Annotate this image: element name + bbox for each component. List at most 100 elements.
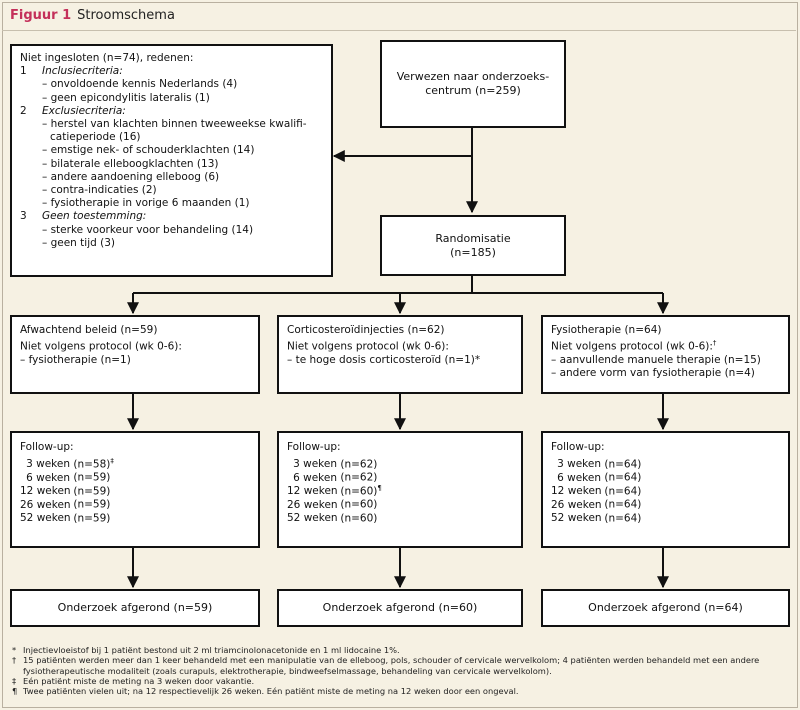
footnote: *Injectievloeistof bij 1 patiënt bestond… [12,645,790,655]
followup-count: (n=60) [340,512,378,524]
followup-row: 6 weken (n=64) [551,468,780,484]
excluded-header: Niet ingesloten (n=74), redenen: [20,52,194,64]
completed-box-1: Onderzoek afgerond (n=59) [10,589,260,627]
followup-week: 3 weken [557,458,601,470]
followup-count: (n=60) [340,485,378,497]
exclusion-reason: – onvoldoende kennis Nederlands (4) [42,78,238,91]
completed-text: Onderzoek afgerond (n=64) [588,601,743,614]
followup-count: (n=64) [604,471,642,484]
excluded-groups: 1 Inclusiecriteria:– onvoldoende kennis N… [20,65,323,250]
followup-row: 6 weken (n=59) [20,468,250,484]
footnote-text: 15 patiënten werden meer dan 1 keer beha… [23,655,760,676]
followup-row: 26 weken (n=60) [287,495,513,511]
followup-week: 52 weken [20,512,71,524]
followup-count: (n=62) [340,458,378,470]
followup-count: (n=59) [73,512,111,524]
footnote-text: Injectievloeistof bij 1 patiënt bestond … [23,645,400,655]
exclusion-reason: – geen epicondylitis lateralis (1) [42,91,210,104]
figure-title: Figuur 1 Stroomschema [10,8,175,23]
exclusion-group-title: 1 Inclusiecriteria: [20,65,323,78]
followup-box-3: Follow-up: 3 weken (n=64)6 weken (n=64)1… [541,431,790,548]
footnote-mark: ‡ [110,456,114,465]
arm-box-physiotherapy: Fysiotherapie (n=64) Niet volgens protoc… [541,315,790,394]
exclusion-group-number: 2 [20,104,27,117]
followup-row: 3 weken (n=64) [551,455,780,470]
exclusion-reason: – herstel van klachten binnen tweeweekse… [42,118,307,131]
completed-text: Onderzoek afgerond (n=59) [57,601,213,614]
followup-box-1: Follow-up: 3 weken (n=58)‡6 weken (n=59)… [10,431,260,548]
followup-count: (n=64) [604,485,642,497]
followup-count: (n=64) [604,458,642,470]
followup-row: 12 weken (n=59) [20,482,250,497]
followup-week: 26 weken [551,498,602,511]
followup-header: Follow-up: [551,441,605,453]
followup-week: 12 weken [20,485,71,497]
followup-row: 52 weken (n=64) [551,509,780,524]
followup-count: (n=59) [73,471,111,484]
followup-count: (n=62) [340,471,378,484]
arm-deviation: – aanvullende manuele therapie (n=15) [551,353,761,366]
followup-row: 3 weken (n=62) [287,455,513,470]
footnote-symbol: † [12,655,17,666]
followup-row: 3 weken (n=58)‡ [20,455,250,471]
exclusion-reason: – sterke voorkeur voor behandeling (14) [42,223,254,236]
arm-name: Corticosteroïdinjecties (n=62) [287,324,445,336]
figure-caption: Stroomschema [77,8,175,23]
footnote-symbol: ‡ [12,675,17,686]
followup-row: 12 weken (n=60)¶ [287,482,513,498]
exclusion-group-label: Exclusiecriteria: [42,104,126,117]
followup-count: (n=60) [340,498,378,511]
exclusion-group-number: 1 [20,65,27,78]
excluded-box: Niet ingesloten (n=74), redenen: 1 Inclus… [10,44,333,277]
followup-week: 26 weken [20,498,71,511]
arm-protocol: Niet volgens protocol (wk 0-6): [20,340,182,353]
exclusion-group-title: 3 Geen toestemming: [20,210,323,223]
referral-box: Verwezen naar onderzoeks- centrum (n=259… [380,40,566,128]
footnote: ¶ Twee patiënten vielen uit; na 12 respec… [12,686,790,696]
followup-week: 12 weken [287,485,338,497]
completed-text: Onderzoek afgerond (n=60) [322,601,478,614]
arm-deviation: – fysiotherapie (n=1) [20,353,131,366]
followup-list: 3 weken (n=58)‡6 weken (n=59)12 weken (n… [20,455,250,525]
exclusion-reason: – geen tijd (3) [42,236,115,249]
followup-week: 6 weken [26,471,70,484]
arm-deviation: – te hoge dosis corticosteroïd (n=1)* [287,353,481,366]
followup-list: 3 weken (n=64)6 weken (n=64)12 weken (n=… [551,455,780,524]
arm-protocol: Niet volgens protocol (wk 0-6): [287,340,449,353]
followup-count: (n=64) [604,498,642,511]
followup-week: 3 weken [293,458,337,470]
exclusion-group-title: 2 Exclusiecriteria: [20,105,323,118]
followup-list: 3 weken (n=62)6 weken (n=62)12 weken (n=… [287,455,513,524]
followup-count: (n=58) [73,458,111,470]
arm-box-waitandsee: Afwachtend beleid (n=59) Niet volgens pr… [10,315,260,394]
footnote-text: Twee patiënten vielen uit; na 12 respect… [23,686,519,697]
figure-label: Figuur 1 [10,8,72,23]
footnote-text: Eén patiënt miste de meting na 3 weken d… [23,675,255,686]
arm-deviation: – andere vorm van fysiotherapie (n=4) [551,367,755,380]
footnote-mark: ¶ [377,483,382,492]
randomisation-text: Randomisatie (n=185) [435,231,511,259]
followup-row: 26 weken (n=64) [551,495,780,511]
followup-week: 3 weken [26,458,70,470]
footnotes: *Injectievloeistof bij 1 patiënt bestond… [12,645,790,696]
followup-row: 26 weken (n=59) [20,495,250,511]
followup-week: 12 weken [551,485,602,497]
followup-box-2: Follow-up: 3 weken (n=62)6 weken (n=62)1… [277,431,523,548]
followup-week: 52 weken [551,512,602,524]
followup-header: Follow-up: [287,441,341,453]
followup-week: 6 weken [557,471,601,484]
followup-count: (n=59) [73,485,111,497]
arm-protocol: Niet volgens protocol (wk 0-6):† [551,339,717,353]
followup-row: 52 weken (n=60) [287,509,513,524]
followup-week: 26 weken [287,498,338,511]
completed-box-3: Onderzoek afgerond (n=64) [541,589,790,627]
followup-count: (n=64) [604,512,642,524]
arm-name: Afwachtend beleid (n=59) [20,324,158,336]
exclusion-group-label: Inclusiecriteria: [42,65,123,78]
title-divider [2,30,796,31]
exclusion-group-number: 3 [20,210,27,223]
footnote-symbol: ¶ [12,686,18,697]
exclusion-group-label: Geen toestemming: [42,210,147,223]
exclusion-reason: – bilaterale elleboogklachten (13) [42,157,219,170]
